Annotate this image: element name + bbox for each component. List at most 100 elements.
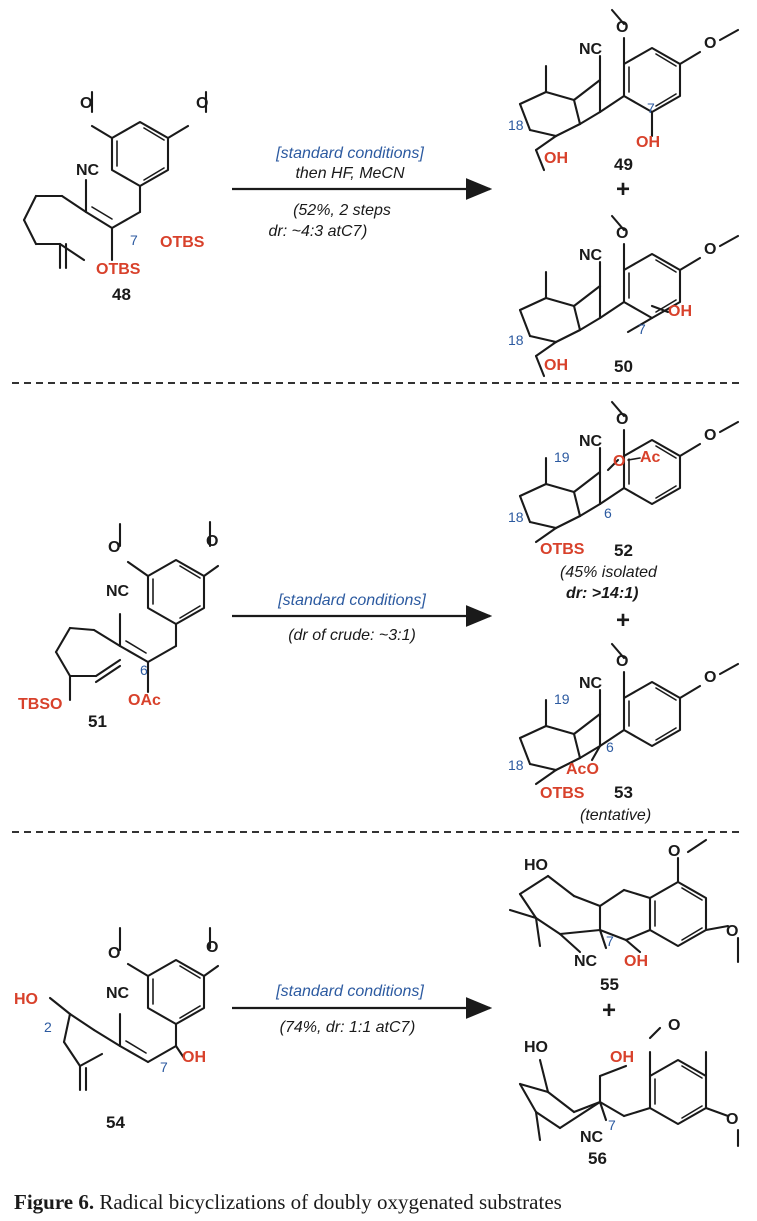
c19-label: 19 xyxy=(554,449,570,465)
compound-53-label: 53 xyxy=(614,783,633,802)
c7-label: 7 xyxy=(130,232,138,248)
nc-label: NC xyxy=(580,1129,604,1146)
condition-c7: C7 xyxy=(341,223,363,240)
condition-c7: C7 xyxy=(389,1019,411,1036)
oh-label: OH xyxy=(610,1049,634,1066)
oac-label: OAc xyxy=(128,692,161,709)
otbs-label: OTBS xyxy=(540,541,585,558)
o-label: O xyxy=(206,939,218,956)
o-label: O xyxy=(80,95,92,112)
c18-label: 18 xyxy=(508,509,524,525)
product-50-structure xyxy=(518,214,740,378)
condition-line: ) xyxy=(360,223,367,240)
condition-line: [standard conditions] xyxy=(277,592,426,609)
product-56-structure xyxy=(518,1026,740,1148)
nc-label: NC xyxy=(579,41,603,58)
condition-line: (74%, dr: 1:1 at xyxy=(280,1019,390,1036)
nc-label: NC xyxy=(76,162,100,179)
compound-48-label: 48 xyxy=(112,285,131,304)
o-label: O xyxy=(108,945,120,962)
substrate-54-structure xyxy=(48,926,220,1092)
c6-label: 6 xyxy=(606,739,614,755)
c6-label: 6 xyxy=(140,662,148,678)
figure-caption: Figure 6. Radical bicyclizations of doub… xyxy=(14,1190,562,1215)
product-52-structure xyxy=(518,400,740,544)
compound-55-label: 55 xyxy=(600,975,619,994)
o-label: O xyxy=(726,923,738,940)
substrate-48-structure xyxy=(22,90,208,270)
compound-56-label: 56 xyxy=(588,1149,607,1168)
o-label: O xyxy=(616,19,628,36)
oh-label: OH xyxy=(544,357,568,374)
product-note: dr: >14:1) xyxy=(566,585,638,602)
o-label: O xyxy=(668,843,680,860)
o-label: O xyxy=(616,411,628,428)
compound-50-label: 50 xyxy=(614,357,633,376)
ester-bond xyxy=(627,457,641,461)
c7-label: 7 xyxy=(160,1059,168,1075)
o-label: O xyxy=(704,669,716,686)
c7-label: 7 xyxy=(647,100,655,116)
compound-51-label: 51 xyxy=(88,712,107,731)
condition-line: ) xyxy=(408,1019,415,1036)
oh-label: OH xyxy=(624,953,648,970)
c6-label: 6 xyxy=(604,505,612,521)
oh-label: OH xyxy=(182,1049,206,1066)
otbs-label: OTBS xyxy=(540,785,585,802)
c18-label: 18 xyxy=(508,332,524,348)
nc-label: NC xyxy=(574,953,598,970)
c7-label: 7 xyxy=(608,1117,616,1133)
figure-caption-label: Figure 6. xyxy=(14,1190,95,1214)
aco-label: AcO xyxy=(566,761,599,778)
nc-label: NC xyxy=(106,985,130,1002)
ho-label: HO xyxy=(14,991,38,1008)
o-label: O xyxy=(668,1017,680,1034)
compound-52-label: 52 xyxy=(614,541,633,560)
c18-label: 18 xyxy=(508,757,524,773)
ho-label: HO xyxy=(524,857,548,874)
o-label: O xyxy=(726,1111,738,1128)
substrate-51-structure xyxy=(54,520,220,702)
oh-label: OH xyxy=(636,134,660,151)
o-label: O xyxy=(613,453,625,470)
o-label: O xyxy=(616,225,628,242)
tbso-label: TBSO xyxy=(18,696,62,713)
ac-label: Ac xyxy=(640,449,661,466)
condition-line: [standard conditions] xyxy=(275,145,424,162)
condition-line: dr: ~4:3 at xyxy=(269,223,342,240)
nc-label: NC xyxy=(579,433,603,450)
product-note: (45% isolated xyxy=(560,564,658,581)
c7-label: 7 xyxy=(638,321,646,337)
condition-line: (dr of crude: ~3:1) xyxy=(288,627,416,644)
c18-label: 18 xyxy=(508,117,524,133)
o-label: O xyxy=(616,653,628,670)
otbs-label: OTBS xyxy=(96,261,141,278)
condition-line: [standard conditions] xyxy=(275,983,424,1000)
c19-label: 19 xyxy=(554,691,570,707)
c2-label: 2 xyxy=(44,1019,52,1035)
condition-line: (52%, 2 steps xyxy=(293,202,391,219)
product-53-structure xyxy=(518,642,740,786)
nc-label: NC xyxy=(579,247,603,264)
nc-label: NC xyxy=(106,583,130,600)
product-55-structure xyxy=(508,838,740,964)
plus-sign: + xyxy=(616,607,630,634)
oh-label: OH xyxy=(668,303,692,320)
o-label: O xyxy=(704,241,716,258)
plus-sign: + xyxy=(602,997,616,1024)
o-label: O xyxy=(704,35,716,52)
product-note: (tentative) xyxy=(580,807,651,824)
figure-caption-text: Radical bicyclizations of doubly oxygena… xyxy=(99,1190,562,1214)
o-label: O xyxy=(206,533,218,550)
o-label: O xyxy=(196,95,208,112)
plus-sign: + xyxy=(616,176,630,203)
condition-line: then HF, MeCN xyxy=(295,165,405,182)
compound-54-label: 54 xyxy=(106,1113,125,1132)
c7-label: 7 xyxy=(606,933,614,949)
ho-label: HO xyxy=(524,1039,548,1056)
otbs-label: OTBS xyxy=(160,234,205,251)
o-label: O xyxy=(704,427,716,444)
compound-49-label: 49 xyxy=(614,155,633,174)
nc-label: NC xyxy=(579,675,603,692)
